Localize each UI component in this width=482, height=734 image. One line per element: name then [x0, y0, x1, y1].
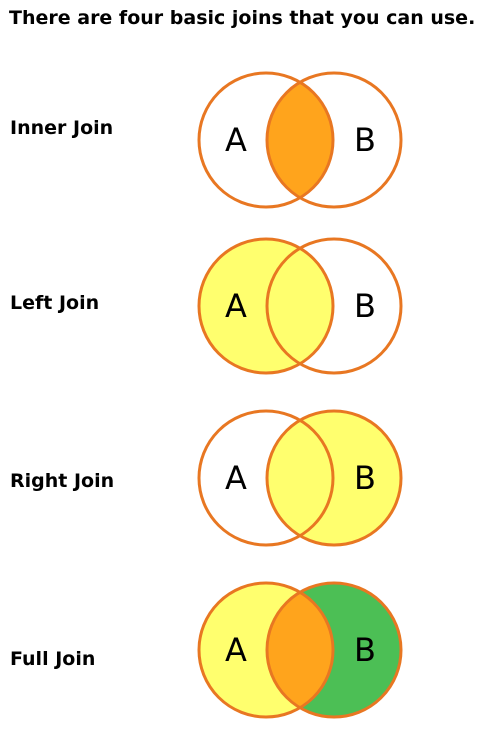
set-a-label: A — [225, 459, 247, 497]
venn-diagram-left-join: A B — [197, 237, 403, 375]
venn-diagram-full-join: A B — [197, 581, 403, 719]
circle-b-outline — [265, 71, 403, 209]
region-overlap — [267, 420, 333, 536]
set-b-label: B — [354, 121, 376, 159]
venn-diagram-inner-join: A B — [197, 71, 403, 209]
join-row-right: Right Join A B — [0, 408, 482, 548]
region-overlap — [267, 248, 333, 364]
set-b-label: B — [354, 287, 376, 325]
circle-a-outline — [197, 581, 335, 719]
join-label: Full Join — [10, 648, 96, 670]
circle-b-outline — [265, 409, 403, 547]
join-label: Right Join — [10, 470, 115, 492]
set-a-label: A — [225, 121, 247, 159]
circle-b-outline — [265, 581, 403, 719]
circle-b-outline — [265, 237, 403, 375]
set-a-label: A — [225, 631, 247, 669]
set-b-label: B — [354, 631, 376, 669]
page-heading: There are four basic joins that you can … — [9, 7, 476, 29]
set-b-label: B — [354, 459, 376, 497]
join-label: Inner Join — [10, 117, 114, 139]
join-row-full: Full Join A B — [0, 580, 482, 720]
region-overlap — [267, 82, 333, 198]
join-row-inner: Inner Join A B — [0, 70, 482, 210]
circle-a-outline — [197, 237, 335, 375]
join-label: Left Join — [10, 292, 100, 314]
set-a-label: A — [225, 287, 247, 325]
region-overlap — [267, 592, 333, 708]
circle-a-outline — [197, 409, 335, 547]
circle-a-outline — [197, 71, 335, 209]
join-row-left: Left Join A B — [0, 236, 482, 376]
venn-diagram-right-join: A B — [197, 409, 403, 547]
